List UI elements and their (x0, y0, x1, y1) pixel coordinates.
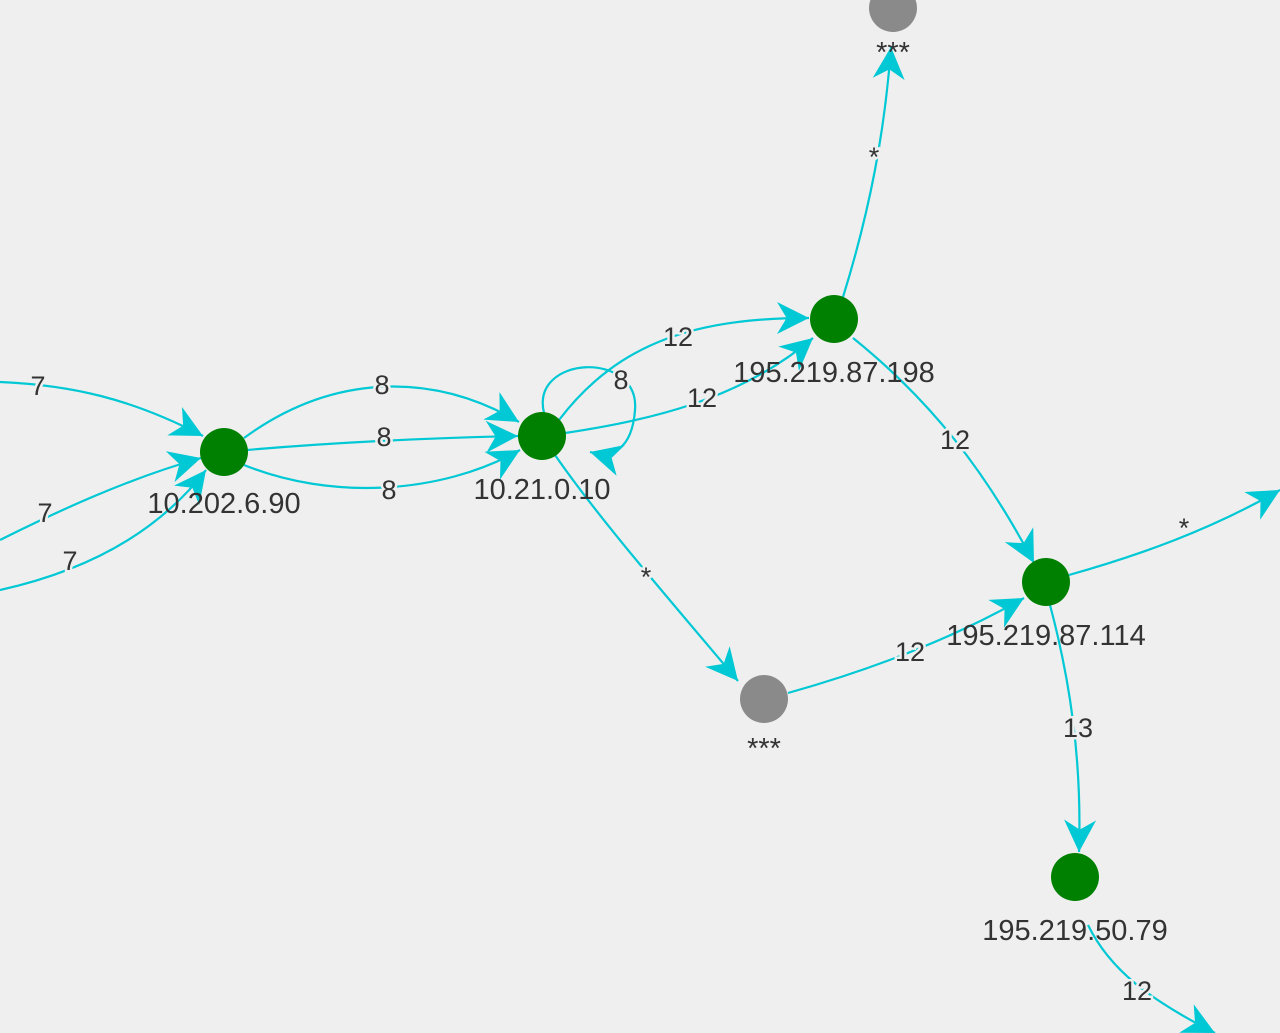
edges (0, 46, 1280, 1033)
edge-198-to-114[interactable] (852, 337, 1035, 564)
node-label: 10.202.6.90 (147, 488, 300, 520)
node-195-219-87-198[interactable]: 195.219.87.198 (733, 295, 935, 389)
edge-star-mid[interactable] (554, 454, 739, 682)
node-unknown-mid[interactable]: *** (740, 675, 788, 765)
node-195-219-87-114[interactable]: 195.219.87.114 (946, 558, 1146, 652)
edge-label: 12 (1122, 976, 1152, 1006)
edge-label: 8 (381, 475, 396, 505)
edge-mid-to-114[interactable] (787, 597, 1025, 695)
edge-label: 8 (374, 370, 389, 400)
node-label: *** (747, 733, 781, 765)
node-label: 195.219.50.79 (982, 915, 1167, 947)
edge-label: 12 (663, 322, 693, 352)
edge-label: 12 (940, 425, 970, 455)
node-label: 10.21.0.10 (473, 474, 610, 506)
edge-label: 12 (687, 383, 717, 413)
nodes: *** 10.202.6.90 10.21.0.10 195.219.87.19… (147, 0, 1168, 947)
edge-label: * (869, 142, 880, 172)
node-195-219-50-79[interactable]: 195.219.50.79 (982, 853, 1168, 947)
edge-50-out[interactable] (1087, 924, 1216, 1033)
edge-star-out[interactable] (1068, 489, 1280, 577)
edge-incoming-c[interactable] (0, 469, 207, 592)
node-10-202-6-90[interactable]: 10.202.6.90 (147, 428, 301, 520)
node-10-21-0-10[interactable]: 10.21.0.10 (473, 412, 611, 506)
edge-star-top[interactable] (841, 46, 905, 298)
edge-label: 13 (1063, 713, 1093, 743)
node-label: *** (876, 37, 910, 69)
edge-label: 7 (30, 371, 45, 401)
edge-up-b[interactable] (564, 337, 814, 435)
edge-incoming-b[interactable] (0, 451, 202, 541)
edge-incoming-a[interactable] (0, 380, 204, 437)
edge-labels: 7 7 7 8 8 8 8 12 12 * 12 * 12 * 13 12 (28, 140, 1192, 1009)
edge-114-to-50[interactable] (1048, 604, 1097, 853)
edge-label: 12 (895, 637, 925, 667)
edge-up-a[interactable] (558, 302, 810, 421)
edge-self-loop[interactable] (541, 366, 637, 476)
node-label: 195.219.87.198 (733, 357, 935, 389)
edge-label: * (1179, 513, 1190, 543)
node-label: 195.219.87.114 (946, 620, 1145, 652)
edge-label: 8 (613, 365, 628, 395)
edge-hop-a[interactable] (243, 385, 520, 439)
edge-hop-c[interactable] (243, 449, 521, 490)
edge-label: 7 (62, 546, 77, 576)
edge-label: 7 (37, 498, 52, 528)
node-unknown-top[interactable]: *** (869, 0, 917, 69)
edge-label: * (641, 562, 652, 592)
edge-hop-b[interactable] (246, 420, 519, 453)
edge-label: 8 (376, 422, 391, 452)
